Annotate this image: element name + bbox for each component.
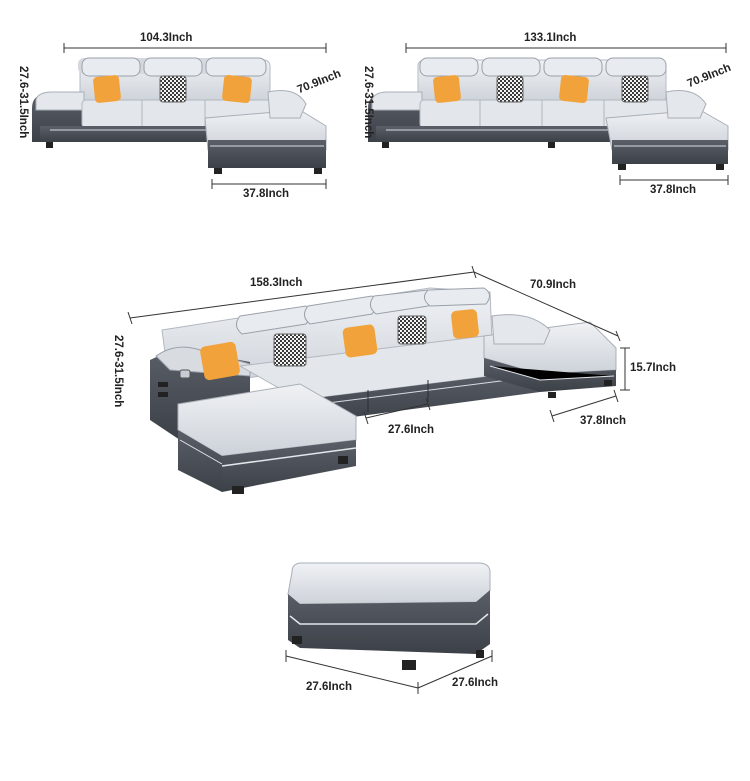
sofa-medium-chaise-width-label: 37.8Inch <box>650 184 697 196</box>
sofa-medium-width-label: 133.1Inch <box>524 32 577 44</box>
sofa-small-width-label: 104.3Inch <box>140 32 193 44</box>
sofa-large <box>150 287 617 494</box>
sofa-medium-dimension-lines <box>405 43 729 185</box>
sofa-large-dimension-lines <box>127 265 630 425</box>
ottoman-dimension-lines <box>285 650 493 694</box>
ottoman-width-label: 27.6Inch <box>306 681 353 693</box>
ottoman-depth-label: 27.6Inch <box>452 677 499 689</box>
sofa-small <box>32 57 327 174</box>
sofa-small-dimension-lines <box>63 43 327 189</box>
sofa-large-height-label: 27.6-31.5Inch <box>112 335 124 408</box>
sofa-large-width-label: 158.3Inch <box>250 277 303 289</box>
sofa-medium <box>368 57 729 170</box>
sofa-small-height-label: 27.6-31.5Inch <box>17 66 29 139</box>
sofa-large-seat-height-label: 15.7Inch <box>630 362 677 374</box>
sofa-large-chaise-width-label: 37.8Inch <box>580 415 627 427</box>
sofa-large-depth-label: 70.9Inch <box>530 279 577 291</box>
sofa-small-chaise-width-label: 37.8Inch <box>243 188 290 200</box>
sofa-medium-height-label: 27.6-31.5Inch <box>362 66 374 139</box>
sofa-large-seat-width-label: 27.6Inch <box>388 424 435 436</box>
ottoman <box>287 562 491 670</box>
